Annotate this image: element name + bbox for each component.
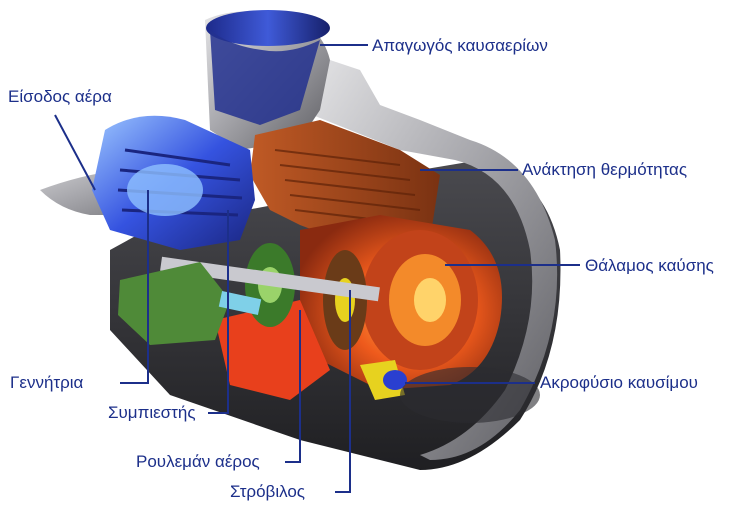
outer-casing-end-rim [400, 367, 540, 423]
label-air-bearings: Ρουλεμάν αέρος [136, 452, 260, 472]
label-combustion-chamber: Θάλαμος καύσης [585, 256, 714, 276]
label-turbine: Στρόβιλος [230, 482, 305, 502]
label-air-inlet: Είσοδος αέρα [8, 87, 112, 107]
leader-air-inlet [55, 115, 95, 190]
label-generator: Γεννήτρια [10, 373, 83, 393]
generator-stator-highlight [127, 164, 203, 216]
label-fuel-nozzle: Ακροφύσιο καυσίμου [540, 373, 698, 393]
combustion-chamber-center [414, 278, 446, 322]
label-recuperator: Ανάκτηση θερμότητας [522, 160, 687, 180]
label-exhaust-duct: Απαγωγός καυσαερίων [372, 36, 548, 56]
label-compressor: Συμπιεστής [108, 403, 196, 423]
